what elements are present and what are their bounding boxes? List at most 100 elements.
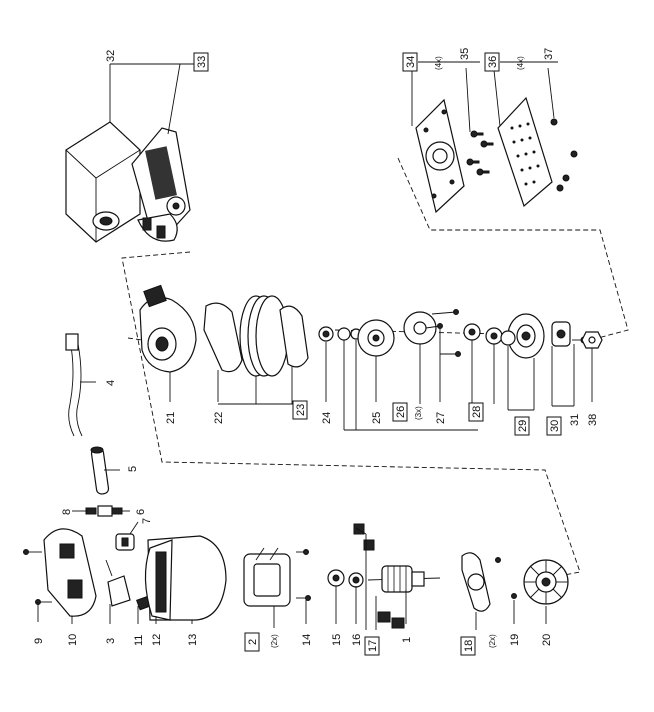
part-3-lever <box>105 559 131 607</box>
svg-text:20: 20 <box>541 634 553 646</box>
part-2-stator <box>243 547 291 607</box>
callout-4: 4 <box>105 380 117 386</box>
callout-labels: 32 33 34 (4x) 35 36 (4x) 37 21 22 23 24 … <box>33 48 599 656</box>
part-19-screw <box>495 557 517 599</box>
svg-text:13: 13 <box>187 634 199 646</box>
svg-text:26: 26 <box>395 406 407 418</box>
svg-text:32: 32 <box>105 50 117 62</box>
callout-23: 23 <box>292 400 308 420</box>
svg-text:11: 11 <box>133 635 145 646</box>
qty-36: (4x) <box>516 56 525 70</box>
part-6-8-clamp <box>85 505 123 517</box>
svg-text:28: 28 <box>471 406 483 418</box>
part-4-cable <box>65 333 83 437</box>
callout-36: 36 <box>484 52 500 72</box>
svg-text:21: 21 <box>165 412 177 424</box>
svg-text:37: 37 <box>543 48 555 60</box>
callout-10: 10 <box>67 634 79 646</box>
qty-34: (4x) <box>434 56 443 70</box>
svg-text:5: 5 <box>127 466 139 472</box>
svg-text:14: 14 <box>301 634 313 646</box>
callout-37: 37 <box>543 48 555 60</box>
callout-32: 32 <box>105 50 117 62</box>
qty-18: (2x) <box>488 634 497 648</box>
svg-text:2: 2 <box>247 639 259 645</box>
part-35-screws <box>466 130 494 176</box>
svg-text:18: 18 <box>463 640 475 652</box>
callout-24: 24 <box>321 412 333 424</box>
part-15-bearing <box>327 569 345 587</box>
svg-text:3: 3 <box>105 638 117 644</box>
svg-text:8: 8 <box>61 509 73 515</box>
callout-18: 18 <box>460 636 476 656</box>
part-38-washer <box>581 331 603 349</box>
part-33-cover-assembly <box>131 127 191 242</box>
leader-lines <box>37 61 593 630</box>
qty-2: (2x) <box>270 634 279 648</box>
callout-33: 33 <box>193 52 209 72</box>
callout-5: 5 <box>127 466 139 472</box>
qty-26: (3x) <box>414 406 423 420</box>
part-32-block <box>65 121 141 243</box>
part-23-coils <box>239 295 309 377</box>
part-24-washer <box>318 326 334 342</box>
svg-text:(2x): (2x) <box>488 634 497 648</box>
svg-text:24: 24 <box>321 412 333 424</box>
svg-text:27: 27 <box>435 412 447 424</box>
svg-text:7: 7 <box>141 518 153 524</box>
part-22-gasket <box>203 302 243 373</box>
svg-text:(3x): (3x) <box>414 406 423 420</box>
callout-22: 22 <box>213 412 225 424</box>
callout-6: 6 <box>135 509 147 515</box>
part-12-13-housing <box>144 535 227 621</box>
svg-text:4: 4 <box>105 380 117 386</box>
svg-text:16: 16 <box>351 634 363 646</box>
svg-text:35: 35 <box>459 48 471 60</box>
callout-12: 12 <box>151 634 163 646</box>
part-18-plate <box>461 552 491 612</box>
part-21-housing <box>139 284 197 373</box>
callout-27: 27 <box>435 412 447 424</box>
svg-text:29: 29 <box>517 420 529 432</box>
svg-text:(4x): (4x) <box>516 56 525 70</box>
svg-text:(2x): (2x) <box>270 634 279 648</box>
callout-9: 9 <box>33 638 45 644</box>
part-30-hub <box>551 321 571 347</box>
callout-35: 35 <box>459 48 471 60</box>
part-5-sleeve <box>90 446 110 495</box>
callout-30: 30 <box>546 416 562 436</box>
svg-text:12: 12 <box>151 634 163 646</box>
part-1-armature <box>367 565 441 593</box>
part-20-fan <box>523 559 569 605</box>
svg-text:38: 38 <box>587 414 599 426</box>
part-7-switch <box>115 533 135 551</box>
callout-20: 20 <box>541 634 553 646</box>
callout-17: 17 <box>364 636 380 656</box>
svg-text:31: 31 <box>569 414 581 426</box>
part-29-flange <box>500 313 545 359</box>
part-16-bushing <box>348 572 364 588</box>
svg-text:6: 6 <box>135 509 147 515</box>
svg-text:33: 33 <box>196 56 208 68</box>
svg-text:25: 25 <box>371 412 383 424</box>
svg-text:(4x): (4x) <box>434 56 443 70</box>
part-17-brushes <box>353 523 405 629</box>
part-14-screw <box>296 549 311 601</box>
part-26-disc <box>403 311 437 345</box>
callout-14: 14 <box>301 634 313 646</box>
callout-25: 25 <box>371 412 383 424</box>
callout-15: 15 <box>331 634 343 646</box>
callout-7: 7 <box>141 518 153 524</box>
svg-text:36: 36 <box>487 56 499 68</box>
callout-13: 13 <box>187 634 199 646</box>
svg-text:23: 23 <box>295 404 307 416</box>
part-27-bolts <box>425 309 461 357</box>
svg-text:19: 19 <box>509 634 521 646</box>
callout-19: 19 <box>509 634 521 646</box>
svg-text:30: 30 <box>549 420 561 432</box>
part-10-handle <box>43 528 97 617</box>
callout-2: 2 <box>244 632 260 652</box>
part-36-plate <box>497 96 553 208</box>
callout-11: 11 <box>133 635 145 646</box>
